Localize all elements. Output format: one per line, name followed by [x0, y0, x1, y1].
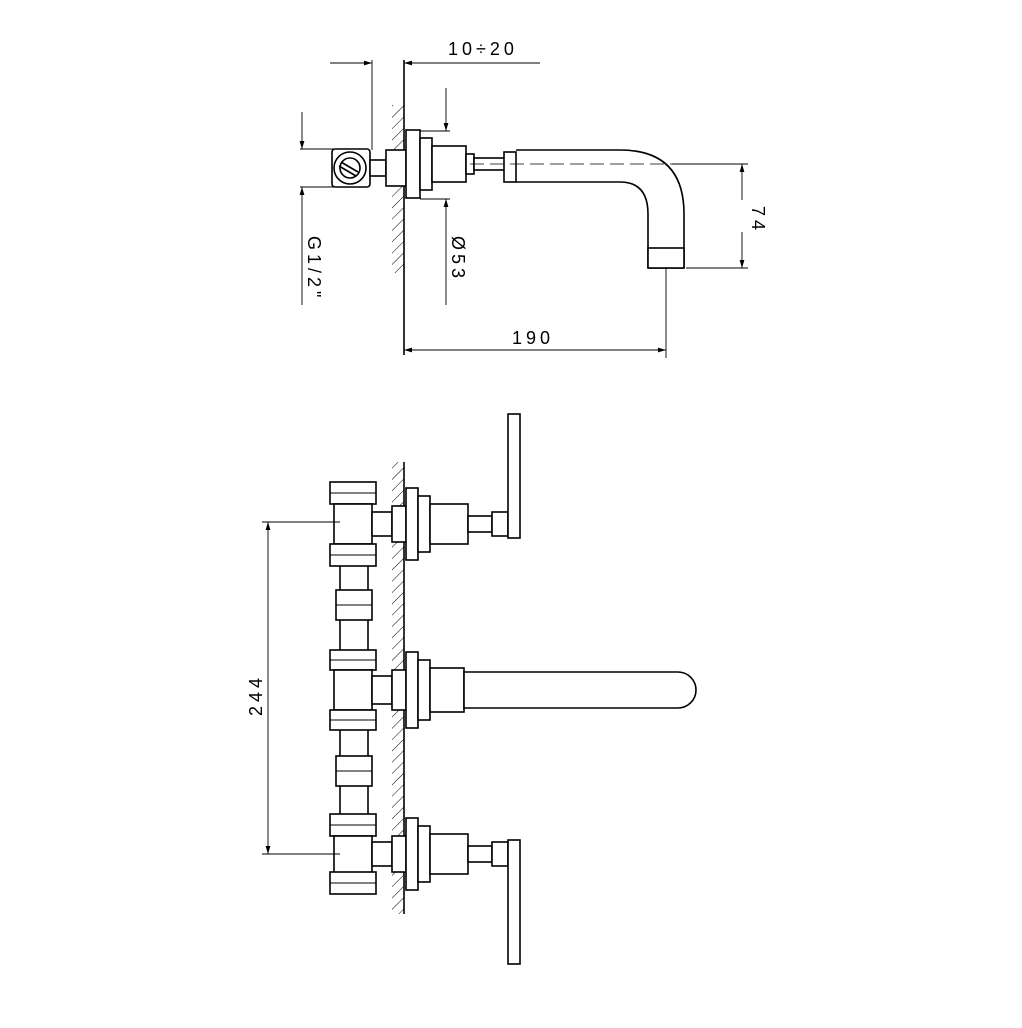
valve-top: [329, 413, 521, 567]
dim-spout-height: 74: [672, 163, 768, 269]
dim-wall-thickness: 10÷20: [330, 39, 540, 150]
side-valve-body: [369, 129, 517, 199]
dim-spout-projection-label: 190: [512, 328, 554, 348]
spout-top: [463, 671, 697, 709]
valve-bottom: [329, 813, 521, 965]
dim-handle-spacing-label: 244: [246, 674, 266, 716]
valve-middle: [329, 649, 697, 731]
dim-flange-diameter: Ø53: [420, 88, 468, 305]
dim-flange-diameter-label: Ø53: [448, 236, 468, 282]
dim-pipe-thread: G1/2": [299, 112, 340, 305]
dim-pipe-thread-label: G1/2": [304, 236, 324, 301]
dim-spout-height-label: 74: [748, 206, 768, 234]
dim-wall-thickness-label: 10÷20: [448, 39, 518, 59]
handle-top: [507, 413, 521, 539]
side-view: 10÷20 G1/2" Ø53 74: [299, 39, 768, 358]
dim-spout-projection: 190: [404, 268, 667, 358]
pipe-nut: [331, 148, 371, 188]
plan-view: 244: [246, 413, 697, 965]
side-wall-hatch: [392, 60, 405, 355]
dim-handle-spacing: 244: [246, 521, 340, 855]
handle-bottom: [507, 839, 521, 965]
